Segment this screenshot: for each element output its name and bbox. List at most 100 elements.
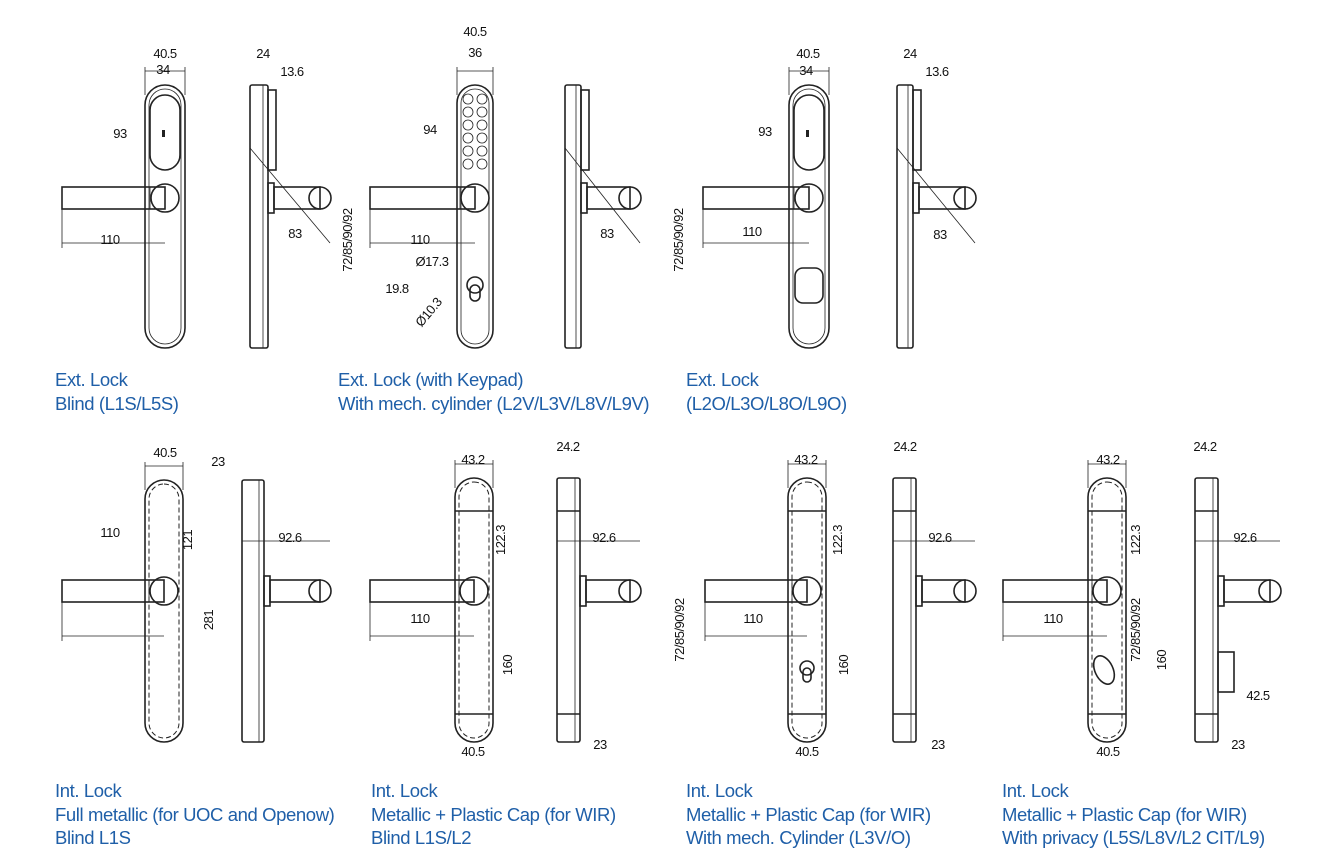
side-lever-end	[308, 186, 332, 210]
dimension-label: 160	[500, 655, 515, 675]
dimension-label: 40.5	[153, 46, 177, 61]
dimension-label: 72/85/90/92	[340, 208, 355, 271]
side-view-reader	[580, 89, 590, 171]
dimension-label: Ø17.3	[416, 254, 449, 269]
side-lever	[273, 186, 321, 210]
dimension-label: 34	[156, 62, 170, 77]
lever-handle	[1002, 579, 1108, 603]
dimension-label: 160	[836, 655, 851, 675]
keypad-button	[476, 132, 488, 144]
side-lever	[918, 186, 966, 210]
dimension-label: 72/85/90/92	[1128, 598, 1143, 661]
keypad-button	[476, 93, 488, 105]
dimension-label: 93	[113, 126, 127, 141]
caption-line: Int. Lock	[55, 780, 122, 801]
cylinder-slot	[469, 284, 481, 302]
knob-base	[1217, 575, 1225, 607]
caption-line: Ext. Lock (with Keypad)	[338, 369, 524, 390]
dimension-line	[249, 147, 331, 244]
dimension-label: 40.5	[153, 445, 177, 460]
keypad-button	[462, 132, 474, 144]
dimension-label: 122.3	[493, 525, 508, 555]
dimension-label: 110	[410, 611, 429, 626]
dimension-label: 281	[201, 610, 216, 630]
lever-handle	[61, 579, 165, 603]
side-view-plate	[896, 84, 914, 349]
lever-handle	[704, 579, 808, 603]
dimension-label: 24	[903, 46, 917, 61]
plate-inner-outline	[1091, 481, 1123, 739]
keypad-button	[476, 158, 488, 170]
caption-line: Blind (L1S/L5S)	[55, 392, 179, 414]
rose	[150, 183, 180, 213]
knob-base	[915, 575, 923, 607]
keypad-button	[476, 106, 488, 118]
side-lever-end	[618, 579, 642, 603]
side-lever	[921, 579, 966, 603]
dimension-label: 122.3	[830, 525, 845, 555]
dimension-label: 24	[256, 46, 270, 61]
lever-handle	[369, 579, 475, 603]
dimension-label: 36	[468, 45, 482, 60]
side-view-plate	[241, 479, 265, 743]
keypad-button	[462, 119, 474, 131]
side-view-plate	[564, 84, 582, 349]
dimension-label: 110	[410, 232, 429, 247]
dimension-line	[564, 147, 641, 244]
dimension-label: 40.5	[461, 744, 485, 759]
indicator-led	[806, 130, 809, 137]
knob-base	[912, 182, 920, 214]
side-view-plate	[1194, 477, 1219, 743]
side-lever	[585, 579, 631, 603]
side-view-reader	[912, 89, 922, 171]
display-window	[149, 94, 181, 171]
caption-panel-2: Ext. Lock (with Keypad)With mech. cylind…	[338, 368, 650, 415]
dimension-line	[896, 147, 976, 244]
plate-inner-outline	[792, 88, 826, 345]
side-lever-end	[618, 186, 642, 210]
dimension-label: 110	[1043, 611, 1062, 626]
dimension-label: 83	[288, 226, 302, 241]
display-window	[793, 94, 825, 171]
rose	[794, 183, 824, 213]
keypad-button	[462, 145, 474, 157]
dimension-label: 72/85/90/92	[672, 598, 687, 661]
dimension-label: 43.2	[794, 452, 818, 467]
caption-line: (L2O/L3O/L8O/L9O)	[686, 392, 847, 414]
dimension-label: 40.5	[796, 46, 820, 61]
front-plate	[1087, 477, 1127, 743]
side-lever-end	[308, 579, 332, 603]
dimension-label: 94	[423, 122, 437, 137]
plate-inner-outline	[791, 481, 823, 739]
rose	[149, 576, 179, 606]
indicator-led	[162, 130, 165, 137]
knob-base	[263, 575, 271, 607]
caption-line: With privacy (L5S/L8V/L2 CIT/L9)	[1002, 827, 1265, 848]
plate-inner-outline	[460, 88, 490, 345]
dimension-label: 34	[799, 63, 813, 78]
side-view-plate	[892, 477, 917, 743]
dimension-label: 92.6	[278, 530, 302, 545]
caption-line: Ext. Lock	[686, 369, 759, 390]
dimension-label: 83	[933, 227, 947, 242]
dimension-label: 110	[100, 232, 119, 247]
dimension-label: 83	[600, 226, 614, 241]
lever-handle	[369, 186, 476, 210]
dimension-label: 92.6	[592, 530, 616, 545]
caption-line: Metallic + Plastic Cap (for WIR)	[371, 803, 616, 825]
caption-line: With mech. cylinder (L2V/L3V/L8V/L9V)	[338, 392, 650, 414]
dimension-label: 13.6	[925, 64, 949, 79]
caption-line: Int. Lock	[371, 780, 438, 801]
dimension-label: 42.5	[1246, 688, 1270, 703]
caption-line: Int. Lock	[1002, 780, 1069, 801]
knob-base	[267, 182, 275, 214]
dimension-label: 72/85/90/92	[671, 208, 686, 271]
